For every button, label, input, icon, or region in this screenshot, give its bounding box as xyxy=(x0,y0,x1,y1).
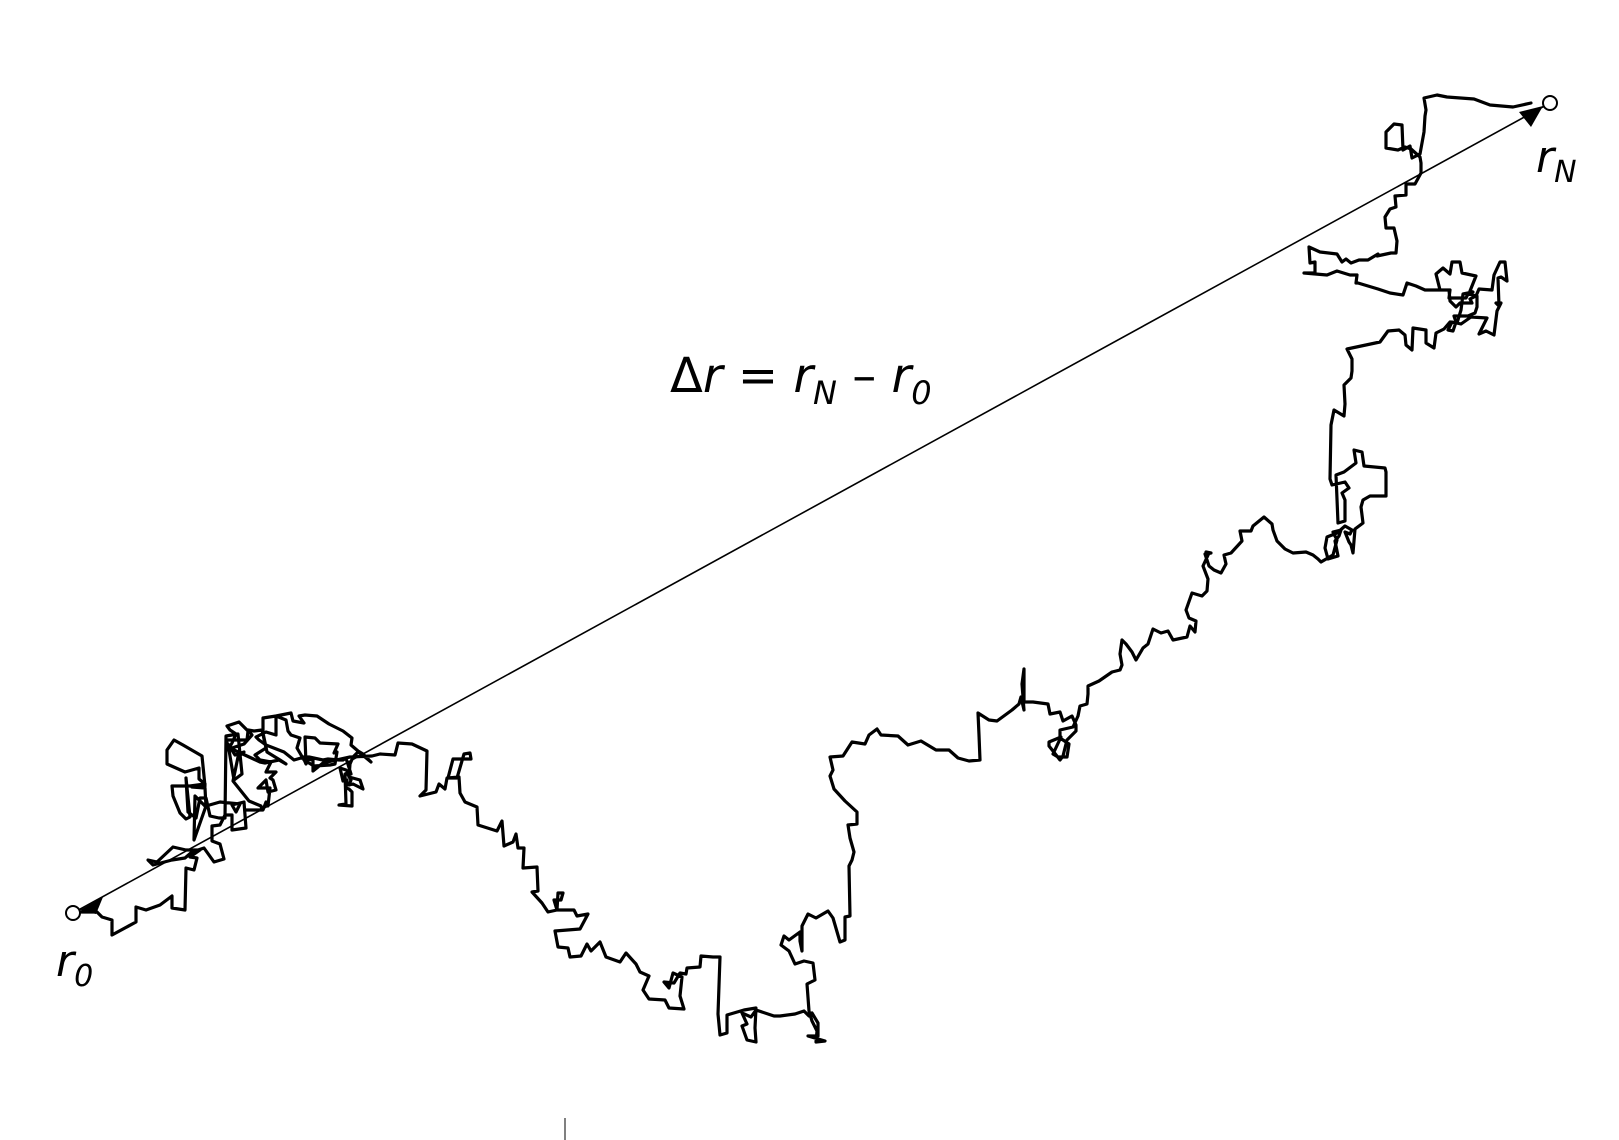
end-point-label: rN xyxy=(1536,132,1577,190)
start-point-label: r0 xyxy=(56,936,93,994)
end-point-marker xyxy=(1542,95,1558,111)
vector-start-arrowhead xyxy=(80,897,103,914)
random-walk-path xyxy=(78,93,1533,1044)
vector-end-arrowhead xyxy=(1519,106,1543,127)
start-point-marker xyxy=(65,905,81,921)
displacement-vector-arrow xyxy=(72,102,1551,914)
displacement-equation-label: Δr = rN – r0 xyxy=(670,348,932,412)
